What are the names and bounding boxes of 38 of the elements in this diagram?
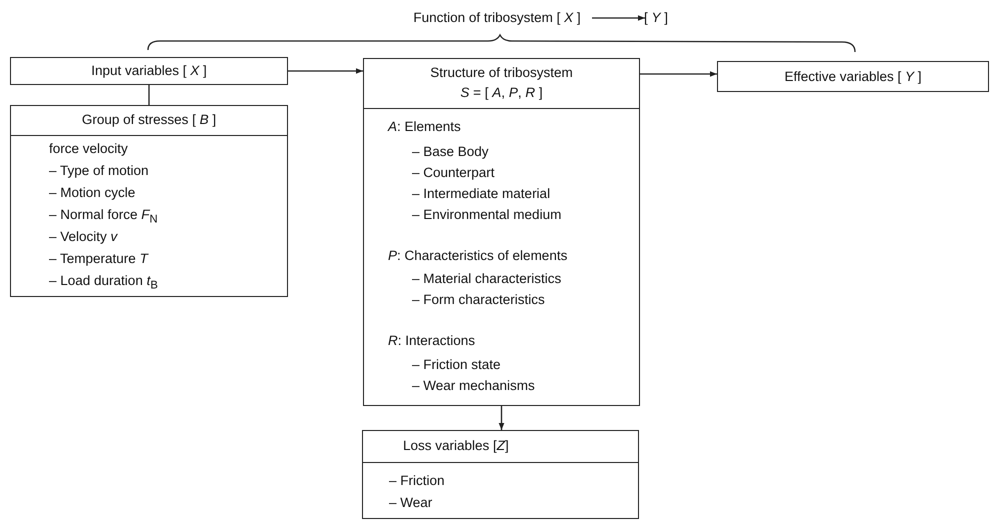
- box-heading: Input variables [ X ]: [90, 63, 208, 79]
- list-item: – Intermediate material: [412, 186, 550, 202]
- list-item: – Environmental medium: [412, 207, 562, 223]
- list-item: – Motion cycle: [49, 185, 136, 201]
- list-item: – Material characteristics: [412, 271, 562, 287]
- list-item: – Wear: [389, 495, 432, 511]
- effective-variables-box: [717, 61, 989, 92]
- list-item: – Base Body: [412, 144, 489, 160]
- list-item: – Type of motion: [49, 163, 149, 179]
- list-item: – Normal force F$_{N}$: [49, 207, 158, 228]
- connector-line: [148, 85, 150, 105]
- formula-text: S = [ A, P, R ]: [459, 85, 544, 101]
- list-item: – Form characteristics: [412, 292, 545, 308]
- list-item: – Friction: [389, 473, 445, 489]
- arrow: [592, 15, 645, 21]
- list-item: force velocity: [49, 141, 128, 157]
- box-heading: Group of stresses [ B ]: [80, 112, 218, 128]
- function-label: [ Y ]: [643, 10, 669, 26]
- arrow: [640, 71, 717, 77]
- box-heading: Structure of tribosystem: [429, 65, 574, 81]
- list-item: P: Characteristics of elements: [388, 248, 568, 264]
- input-box: [10, 57, 288, 85]
- list-item: – Load duration t$_{B}$: [49, 273, 158, 294]
- list-item: – Velocity v: [49, 229, 118, 245]
- arrow: [288, 68, 363, 74]
- list-item: – Friction state: [412, 357, 501, 373]
- arrow: [498, 406, 504, 430]
- box-heading: Effective variables [ Y ]: [783, 69, 923, 85]
- list-item: – Counterpart: [412, 165, 495, 181]
- list-item: R: Interactions: [388, 333, 476, 349]
- list-item: – Temperature T: [49, 251, 148, 267]
- list-item: – Wear mechanisms: [412, 378, 535, 394]
- list-item: A: Elements: [388, 119, 461, 135]
- tribosystem-structure-box: [363, 58, 640, 406]
- box-heading: Loss variables [Z]: [403, 438, 509, 454]
- function-label: Function of tribosystem [ X ]: [412, 10, 582, 26]
- loss-variables-box: [362, 430, 639, 519]
- stress-group-box: [10, 105, 288, 297]
